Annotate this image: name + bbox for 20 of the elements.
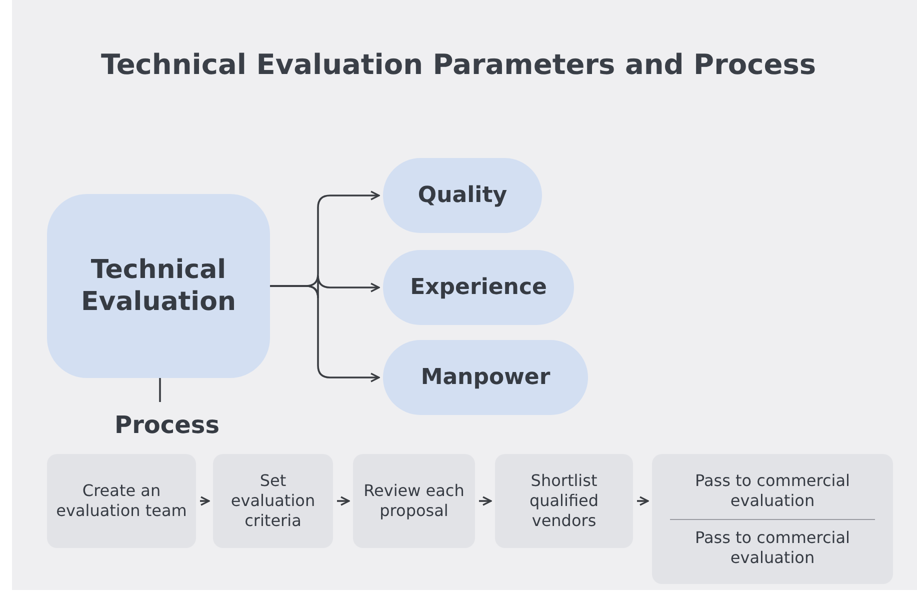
heading-text: Process bbox=[114, 411, 220, 439]
connector-line bbox=[159, 378, 161, 402]
node-label: Quality bbox=[418, 183, 508, 208]
node-label: Review each proposal bbox=[362, 481, 466, 521]
arrow bbox=[479, 496, 492, 506]
node-label: Shortlist qualified vendors bbox=[528, 471, 600, 531]
diagram-title: Technical Evaluation Parameters and Process bbox=[100, 47, 818, 83]
process-box bbox=[652, 454, 893, 584]
arrow bbox=[337, 496, 350, 506]
arrow bbox=[270, 285, 380, 382]
node-label: Manpower bbox=[420, 365, 550, 390]
node-label: Technical Evaluation bbox=[80, 254, 237, 318]
node-label: Create an evaluation team bbox=[55, 481, 188, 521]
rounded-box bbox=[47, 194, 270, 378]
arrow bbox=[200, 496, 210, 506]
node-label: Set evaluation criteria bbox=[230, 471, 316, 531]
node-label: Experience bbox=[410, 275, 547, 300]
node-label: Pass to commercial evaluation bbox=[694, 528, 851, 568]
node-label: Pass to commercial evaluation bbox=[694, 470, 851, 510]
arrow bbox=[637, 496, 649, 506]
